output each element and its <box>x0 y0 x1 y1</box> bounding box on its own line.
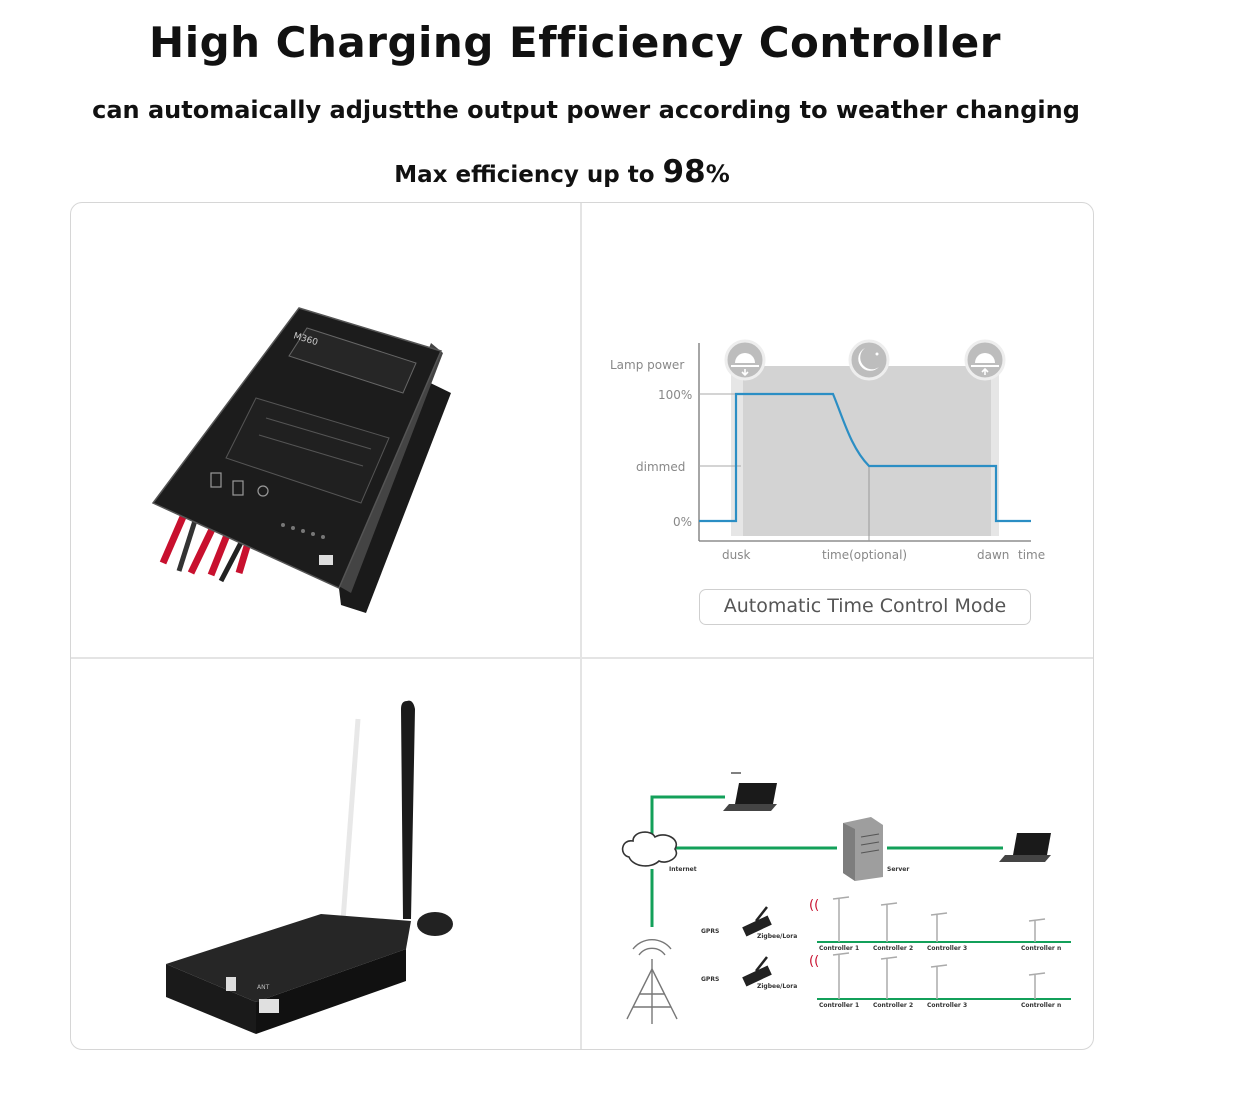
mode-label-box: Automatic Time Control Mode <box>699 589 1031 625</box>
panel-vertical-divider <box>580 203 582 1049</box>
lamp-power-curve <box>699 392 1031 523</box>
gateway-image: ANT <box>71 659 580 1049</box>
gateway-led <box>226 977 236 991</box>
row2-controller-1: Controller 1 <box>819 1002 859 1009</box>
row1-controller-3: Controller 3 <box>927 945 967 952</box>
controller-bus <box>817 941 1071 1000</box>
gateway-port <box>259 999 279 1013</box>
y-tick-100: 100% <box>658 388 692 402</box>
x-tick-dawn: dawn <box>977 548 1009 562</box>
radio-label-2: Zigbee/Lora <box>757 983 797 990</box>
x-tick-dusk: dusk <box>722 548 750 562</box>
gprs-label-1: GPRS <box>701 928 719 935</box>
y-tick-0: 0% <box>673 515 692 529</box>
secondary-antenna <box>339 718 361 935</box>
cell-tower-icon <box>626 939 678 1024</box>
max-efficiency-value: 98 <box>662 154 706 190</box>
network-diagram: Internet Server <box>581 659 1093 1049</box>
sunset-icon <box>724 339 766 381</box>
svg-text:((: (( <box>809 954 819 969</box>
antenna-base <box>417 912 453 936</box>
row1-controller-n: Controller n <box>1021 945 1061 952</box>
gprs-row-1: GPRS Zigbee/Lora (( <box>701 898 819 940</box>
gateway-port-label: ANT <box>257 984 270 991</box>
row2-controller-n: Controller n <box>1021 1002 1061 1009</box>
panel-horizontal-divider <box>71 657 1093 659</box>
y-axis-title: Lamp power <box>610 358 684 372</box>
label-plate <box>288 327 417 394</box>
x-tick-time-optional: time(optional) <box>822 548 907 562</box>
max-efficiency-line: Max efficiency up to 98% <box>0 154 1124 190</box>
row1-controller-2: Controller 2 <box>873 945 913 952</box>
y-tick-dimmed: dimmed <box>636 460 685 474</box>
feature-panel: M360 <box>70 202 1094 1050</box>
server-icon <box>843 817 883 881</box>
internet-cloud-icon <box>621 831 678 867</box>
page-subtitle: can automaically adjustthe output power … <box>92 96 1080 124</box>
terminal-icons <box>210 472 269 497</box>
status-leds <box>281 523 325 539</box>
time-control-diagram: Lamp power 100% dimmed 0% dusk time(opti… <box>581 203 1093 657</box>
max-efficiency-prefix: Max efficiency up to <box>394 162 663 188</box>
server-label: Server <box>887 866 909 873</box>
laptop-top-icon <box>723 783 777 811</box>
display-panel <box>225 397 390 504</box>
x-tick-time: time <box>1018 548 1045 562</box>
radio-label-1: Zigbee/Lora <box>757 933 797 940</box>
street-lamp-poles <box>832 896 1046 999</box>
controller-image: M360 <box>71 203 580 657</box>
row2-controller-3: Controller 3 <box>927 1002 967 1009</box>
svg-text:((: (( <box>809 898 819 913</box>
gateway-side <box>256 949 406 1034</box>
max-efficiency-unit: % <box>705 160 730 188</box>
gprs-row-2: GPRS Zigbee/Lora (( <box>701 954 819 990</box>
night-shade-area <box>741 366 999 536</box>
internet-label: Internet <box>669 866 697 873</box>
page-title: High Charging Efficiency Controller <box>149 18 1001 67</box>
row2-controller-2: Controller 2 <box>873 1002 913 1009</box>
row1-controller-1: Controller 1 <box>819 945 859 952</box>
antenna <box>401 700 415 919</box>
laptop-right-icon <box>999 833 1051 862</box>
gateway-front <box>166 964 256 1034</box>
moon-icon <box>848 339 890 381</box>
network-links <box>650 795 1003 927</box>
sunrise-icon <box>964 339 1006 381</box>
port-connector <box>319 555 333 565</box>
gprs-label-2: GPRS <box>701 976 719 983</box>
